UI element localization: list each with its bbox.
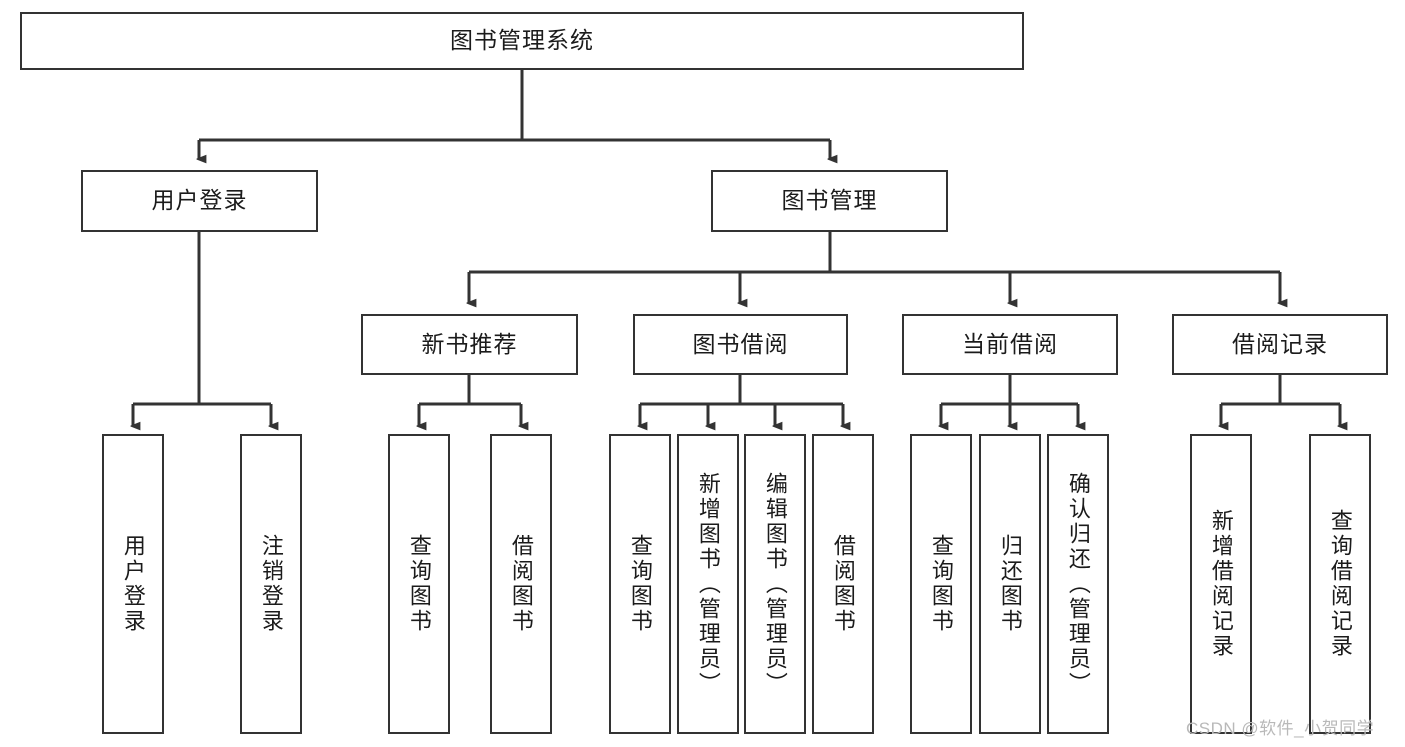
node-book-manage[interactable]: 图书管理 [711,170,948,232]
node-label: 图书借阅 [692,330,789,357]
node-label: 图书管理系统 [450,27,594,54]
node-label: 查询图书 [627,534,653,634]
node-borrow-record[interactable]: 借阅记录 [1172,314,1388,375]
node-label: 当前借阅 [962,330,1058,357]
node-label: 查询借阅记录 [1327,509,1353,659]
node-label: 新增借阅记录 [1208,509,1234,659]
node-label: 确认归还（管理员） [1065,471,1091,697]
node-label: 编辑图书（管理员） [762,471,788,697]
watermark: CSDN @软件_小贺同学 [1186,719,1375,738]
node-current-borrow[interactable]: 当前借阅 [902,314,1118,375]
node-leaf-return-book[interactable]: 归还图书 [979,434,1041,734]
node-leaf-borrow-book-2[interactable]: 借阅图书 [812,434,874,734]
node-label: 注销登录 [258,534,284,634]
node-label: 查询图书 [928,534,954,634]
node-label: 用户登录 [120,534,146,634]
node-leaf-user-login[interactable]: 用户登录 [102,434,164,734]
node-leaf-query-record[interactable]: 查询借阅记录 [1309,434,1371,734]
node-book-borrow[interactable]: 图书借阅 [633,314,848,375]
node-label: 借阅图书 [508,534,534,634]
node-user-login[interactable]: 用户登录 [81,170,318,232]
node-root-system[interactable]: 图书管理系统 [20,12,1024,70]
node-label: 新书推荐 [421,330,518,357]
node-leaf-borrow-book-1[interactable]: 借阅图书 [490,434,552,734]
node-leaf-add-book[interactable]: 新增图书（管理员） [677,434,739,734]
node-label: 查询图书 [406,534,432,634]
node-leaf-query-book-2[interactable]: 查询图书 [609,434,671,734]
node-leaf-edit-book[interactable]: 编辑图书（管理员） [744,434,806,734]
node-label: 归还图书 [997,534,1023,634]
node-label: 新增图书（管理员） [695,471,721,697]
node-label: 图书管理 [781,187,878,214]
node-new-book-rec[interactable]: 新书推荐 [361,314,578,375]
node-label: 用户登录 [151,187,248,214]
node-leaf-query-book-1[interactable]: 查询图书 [388,434,450,734]
node-leaf-confirm-return[interactable]: 确认归还（管理员） [1047,434,1109,734]
node-label: 借阅图书 [830,534,856,634]
node-leaf-query-book-3[interactable]: 查询图书 [910,434,972,734]
node-leaf-user-logout[interactable]: 注销登录 [240,434,302,734]
node-leaf-add-record[interactable]: 新增借阅记录 [1190,434,1252,734]
node-label: 借阅记录 [1232,330,1328,357]
